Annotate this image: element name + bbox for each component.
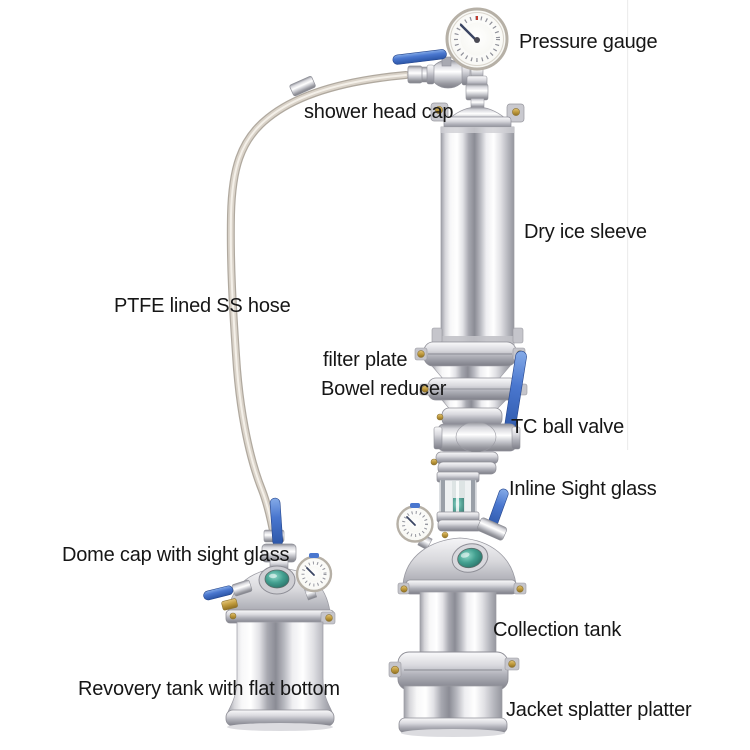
recovery-tank-part (203, 497, 336, 731)
label-recovery-tank: Revovery tank with flat bottom (78, 678, 340, 700)
filter-plate-clamp (414, 341, 526, 367)
ptfe-hose (226, 71, 410, 540)
recovery-left-port-valve (203, 579, 253, 611)
jacket-splatter-platter-part (388, 651, 520, 737)
recovery-gauge-icon (295, 553, 333, 601)
hose-end-valve (261, 497, 297, 571)
collection-tank-body (419, 591, 497, 657)
top-ball-valve (392, 49, 471, 89)
double-clamp-below-valve (430, 451, 499, 475)
label-inline-sight-glass: Inline Sight glass (509, 478, 657, 500)
label-shower-head-cap: shower head cap (304, 101, 454, 123)
label-bowel-reducer: Bowel reducer (321, 378, 447, 400)
label-tc-ball-valve: TC ball valve (511, 416, 624, 438)
tc-ball-valve-part (433, 350, 527, 453)
top-valve-handle (392, 49, 447, 65)
tee-body (465, 83, 489, 101)
collection-tank-gauge-icon (396, 503, 434, 550)
photo-seam-line (627, 0, 629, 450)
inline-sight-glass-part (436, 471, 509, 541)
hose-union-fitting (289, 76, 316, 97)
label-filter-plate: filter plate (323, 349, 408, 371)
collection-tank-part (388, 503, 527, 737)
lid-valve (477, 488, 509, 541)
dry-ice-sleeve-column (431, 126, 524, 346)
label-ptfe-lined-ss-hose: PTFE lined SS hose (114, 295, 291, 317)
shower-head-cap-part (430, 97, 525, 130)
label-pressure-gauge: Pressure gauge (519, 31, 658, 53)
label-collection-tank: Collection tank (493, 619, 622, 641)
recovery-flange (225, 609, 335, 624)
recovery-sight-glass-window (258, 565, 296, 595)
label-dry-ice-sleeve: Dry ice sleeve (524, 221, 647, 243)
label-dome-cap-with-sight-glass: Dome cap with sight glass (62, 544, 290, 566)
label-jacket-splatter-platter: Jacket splatter platter (506, 699, 692, 721)
dome-sight-glass-window (451, 543, 489, 573)
top-inlet-assembly (392, 7, 509, 101)
